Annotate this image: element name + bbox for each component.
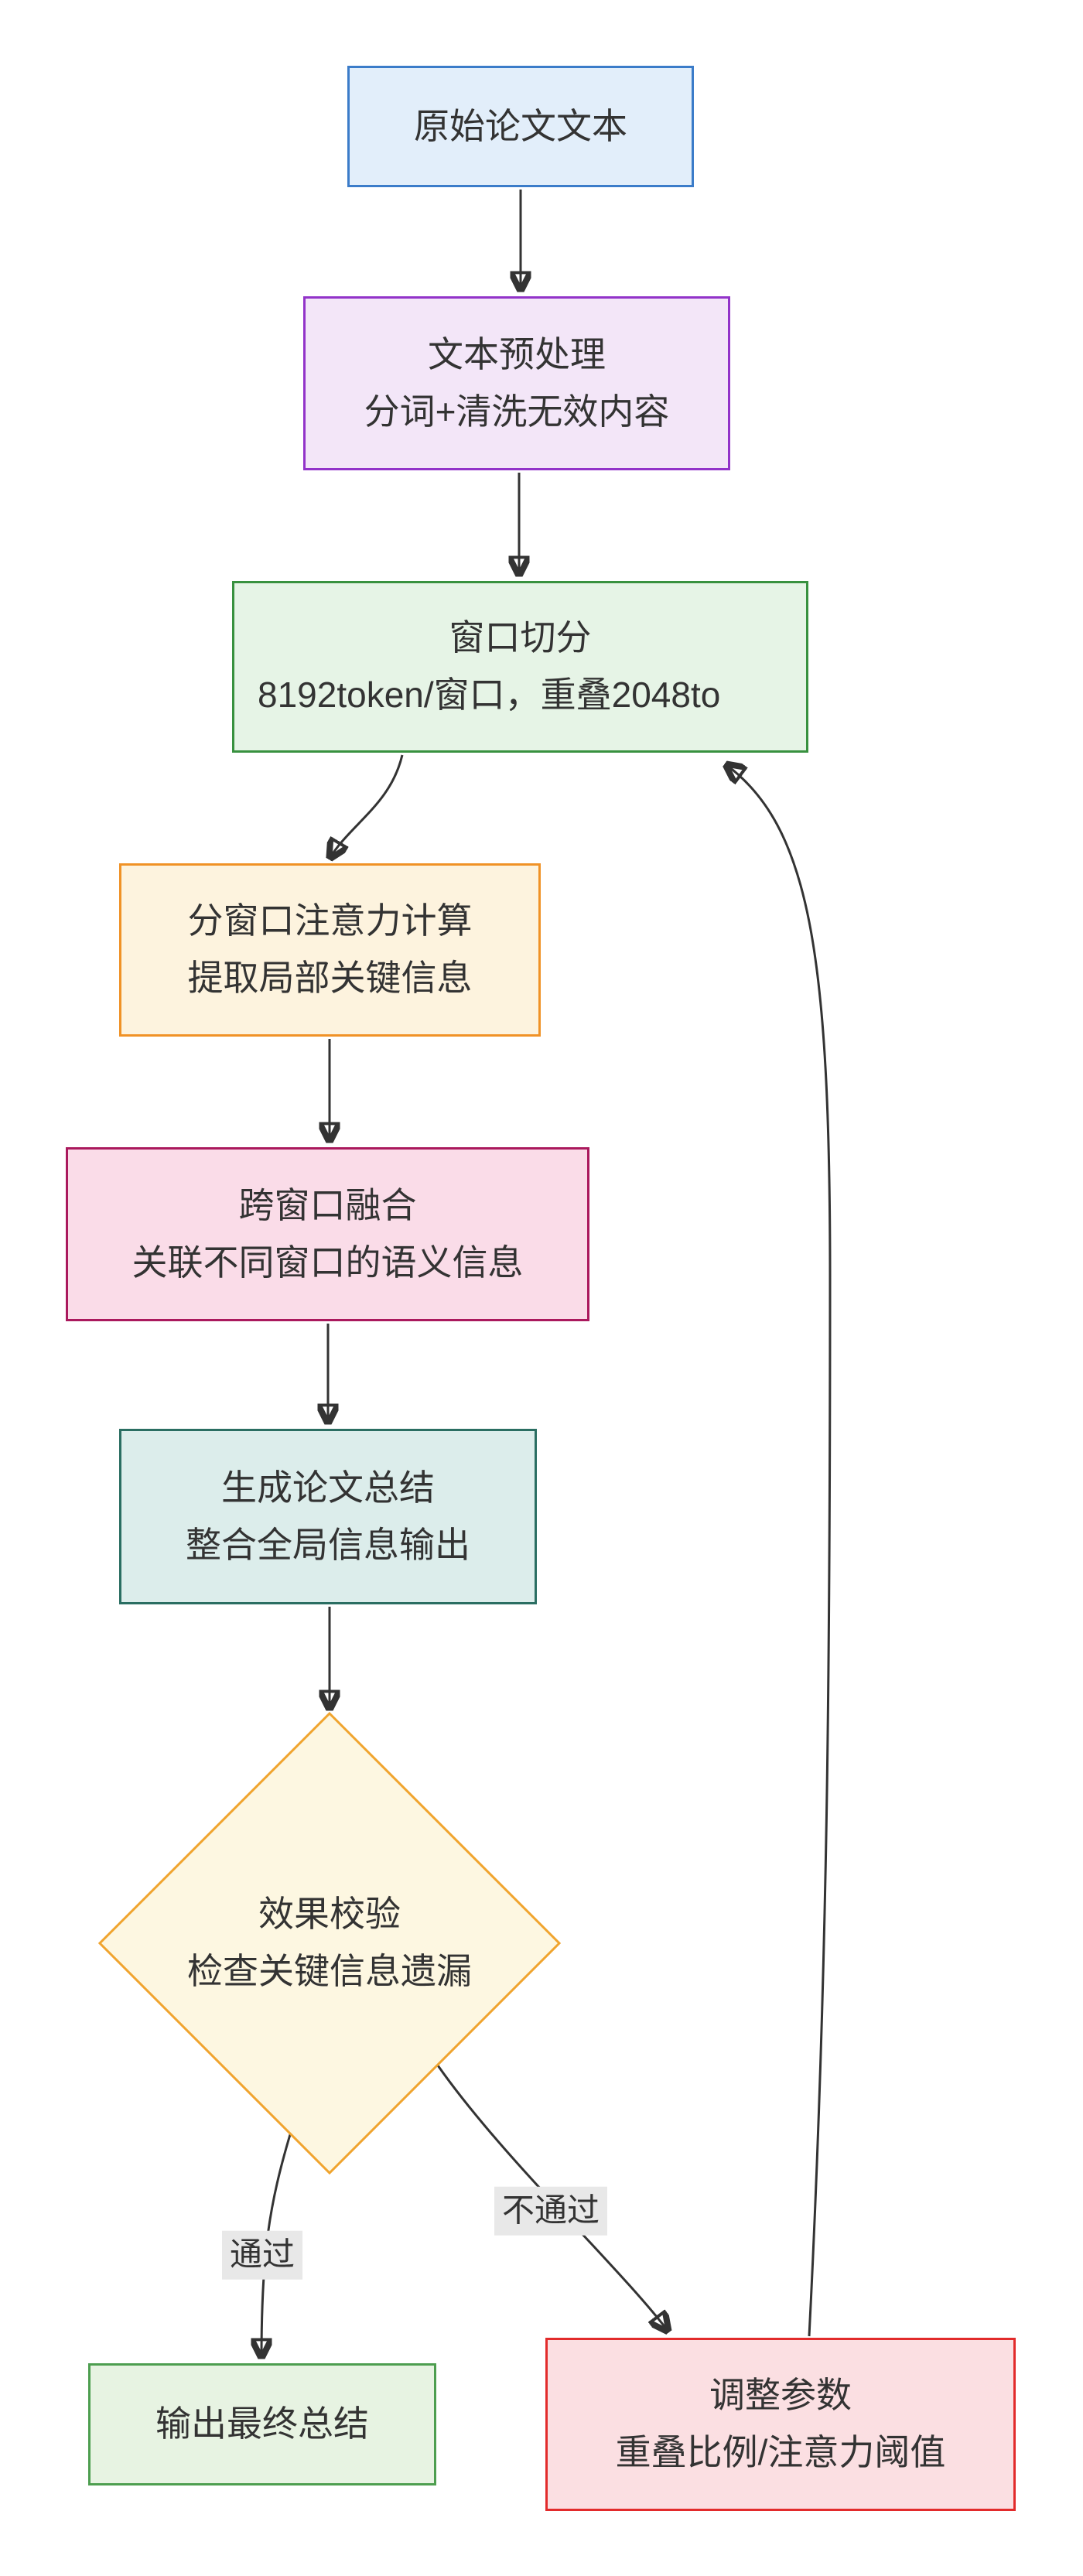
node-label-line2: 整合全局信息输出 (186, 1524, 470, 1565)
edge-label-pass: 通过 (221, 2230, 303, 2280)
node-label-line2: 关联不同窗口的语义信息 (132, 1242, 524, 1283)
node-label-line1: 跨窗口融合 (238, 1184, 417, 1225)
node-label-line1: 文本预处理 (428, 333, 606, 374)
edge-label-fail: 不通过 (494, 2186, 608, 2236)
node-cross-window-fusion: 跨窗口融合 关联不同窗口的语义信息 (66, 1147, 589, 1321)
node-label-line2: 分词+清洗无效内容 (364, 391, 670, 432)
node-window-attention: 分窗口注意力计算 提取局部关键信息 (119, 863, 541, 1037)
validation-diamond-shape (97, 1711, 562, 2175)
edge-split-to-attention (330, 754, 404, 859)
node-text-preprocess: 文本预处理 分词+清洗无效内容 (303, 296, 730, 470)
node-window-split: 窗口切分 8192token/窗口，重叠2048to (232, 581, 808, 753)
node-label-line2: 重叠比例/注意力阈值 (615, 2432, 946, 2472)
node-final-output: 输出最终总结 (88, 2363, 436, 2485)
node-label-line1: 效果校验 (258, 1894, 401, 1934)
node-label-line1: 窗口切分 (449, 617, 592, 658)
node-label-line1: 分窗口注意力计算 (187, 900, 473, 941)
node-label-line2: 提取局部关键信息 (187, 958, 473, 998)
edge-adjust-feedback (726, 764, 832, 2337)
node-label-line1: 生成论文总结 (221, 1467, 435, 1508)
node-adjust-params: 调整参数 重叠比例/注意力阈值 (545, 2338, 1016, 2511)
node-generate-summary: 生成论文总结 整合全局信息输出 (119, 1429, 537, 1604)
node-validation-decision: 效果校验 检查关键信息遗漏 (97, 1886, 562, 2000)
node-label-line2: 8192token/窗口，重叠2048to (258, 675, 721, 715)
node-label-line1: 调整参数 (709, 2375, 852, 2416)
node-label-line2: 检查关键信息遗漏 (187, 1950, 472, 1991)
node-label: 输出最终总结 (155, 2403, 369, 2444)
node-label: 原始论文文本 (414, 105, 627, 146)
node-raw-paper-text: 原始论文文本 (347, 66, 694, 187)
